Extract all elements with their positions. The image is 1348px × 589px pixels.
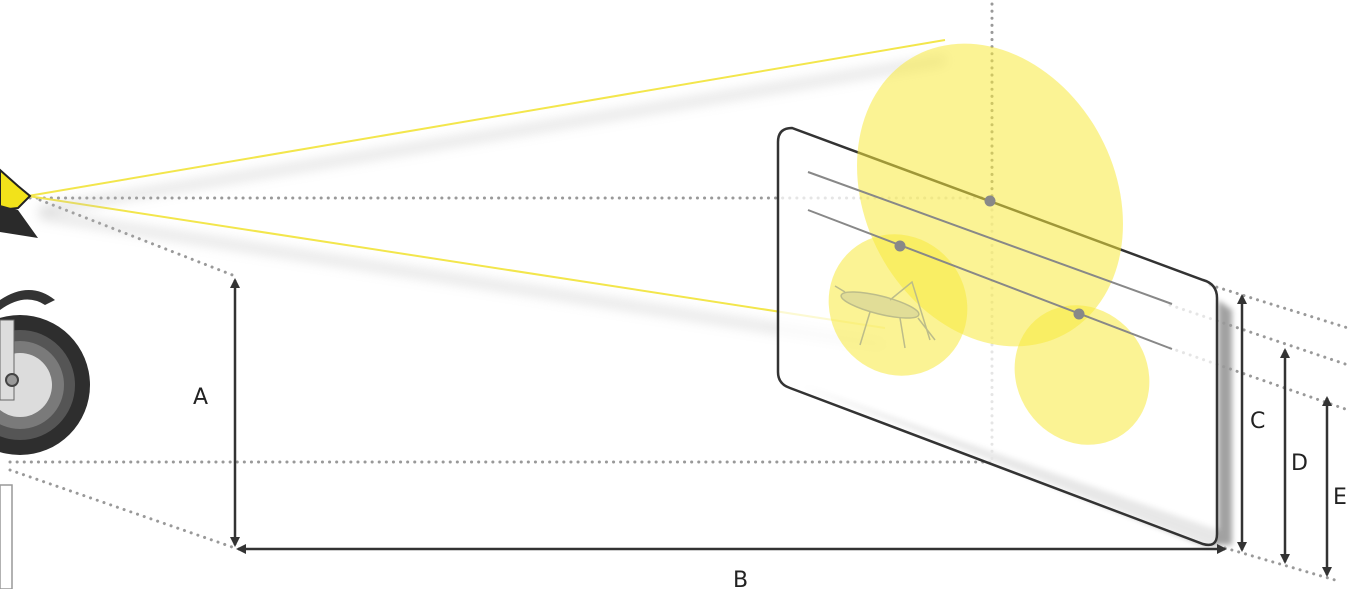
- motorcycle-icon: [0, 168, 90, 589]
- fairing-lower: [0, 205, 38, 238]
- label-b: B: [733, 568, 748, 589]
- headlight-fairing: [0, 168, 32, 212]
- beam-shadows: [39, 57, 946, 348]
- label-d: D: [1291, 451, 1308, 476]
- aim-points: [894, 195, 1085, 320]
- dimension-arrows: [230, 278, 1332, 577]
- low-beam-spot-right: [1014, 305, 1150, 445]
- dotted-guides: [8, 2, 1348, 582]
- label-e: E: [1333, 485, 1347, 510]
- label-a: A: [193, 385, 208, 410]
- label-c: C: [1250, 409, 1265, 434]
- beam-edges: [27, 39, 946, 329]
- stand-box: [0, 484, 13, 589]
- screen-horizon-lines: [807, 171, 1173, 350]
- fender: [0, 290, 55, 310]
- grasshopper-icon: [834, 280, 936, 349]
